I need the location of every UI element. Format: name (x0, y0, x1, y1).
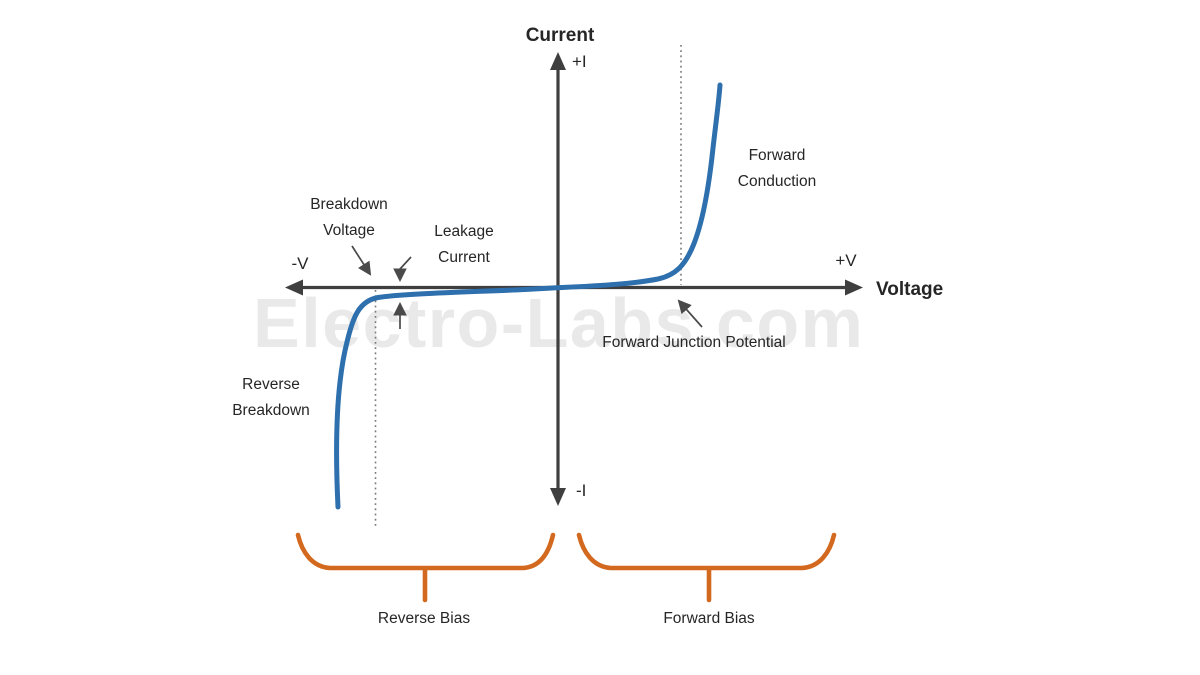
x-axis-title: Voltage (876, 279, 944, 300)
forward-junction-potential-label: Forward Junction Potential (602, 334, 786, 351)
y-axis-negative-label: -I (576, 481, 587, 500)
iv-curve (334, 82, 723, 510)
x-axis-left-arrowhead (285, 279, 303, 296)
breakdown-voltage-label: Breakdown Voltage (310, 196, 388, 239)
forward-bias-label: Forward Bias (663, 610, 755, 627)
leakage-current-down-arrow (393, 256, 412, 283)
reverse-bias-brace (295, 532, 556, 571)
x-axis-right-arrowhead (845, 279, 863, 296)
reverse-breakdown-label: Reverse Breakdown (232, 376, 310, 419)
y-axis-bottom-arrowhead (550, 488, 566, 506)
leakage-current-label: Leakage Current (434, 223, 494, 266)
forward-junction-arrow (677, 299, 703, 328)
y-axis-title: Current (525, 25, 595, 46)
x-axis-positive-label: +V (835, 251, 857, 270)
y-axis-positive-label: +I (572, 52, 587, 71)
x-axis-negative-label: -V (291, 254, 309, 273)
forward-bias-brace (576, 532, 837, 571)
breakdown-voltage-arrow (351, 245, 372, 276)
y-axis-top-arrowhead (550, 52, 566, 70)
forward-conduction-label: Forward Conduction (737, 147, 817, 190)
reverse-bias-label: Reverse Bias (377, 610, 471, 627)
